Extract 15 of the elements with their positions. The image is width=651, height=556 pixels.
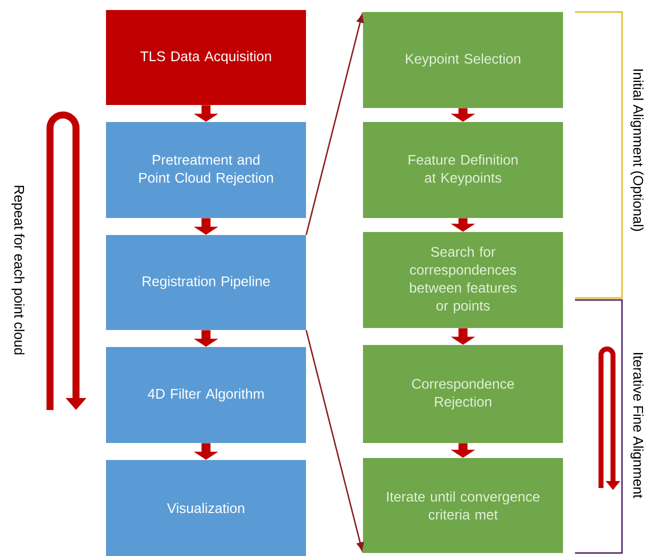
process-box: Search for correspondences between features or points (363, 232, 563, 328)
process-box: Keypoint Selection (363, 12, 563, 108)
process-box: Correspondence Rejection (363, 345, 563, 443)
process-box: Registration Pipeline (106, 235, 306, 330)
process-box: Iterate until convergence criteria met (363, 458, 563, 553)
side-label: Iterative Fine Alignment (630, 353, 644, 498)
side-label: Initial Alignment (Optional) (630, 70, 644, 231)
connector-line (306, 14, 364, 235)
side-label: Repeat for each point cloud (12, 186, 24, 354)
process-box: TLS Data Acquisition (106, 10, 306, 105)
process-box: 4D Filter Algorithm (106, 347, 306, 443)
connector-line (306, 330, 364, 551)
process-box: Pretreatment and Point Cloud Rejection (106, 122, 306, 218)
process-box: Visualization (106, 460, 306, 556)
process-box: Feature Definition at Keypoints (363, 122, 563, 218)
